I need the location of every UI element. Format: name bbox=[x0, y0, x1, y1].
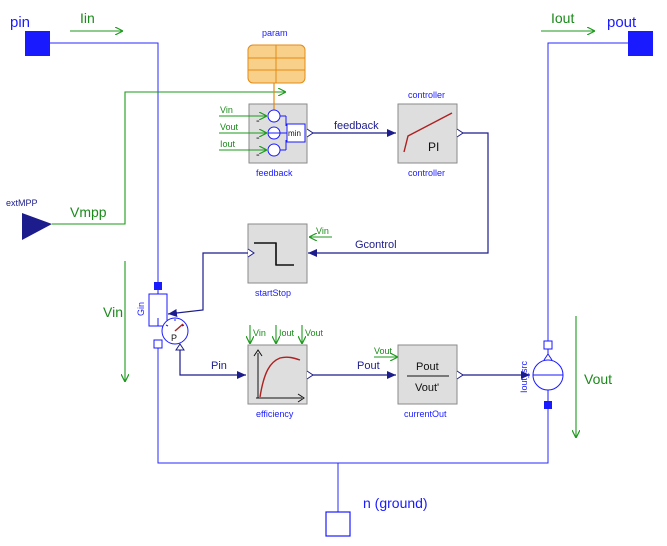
gcontrol-label: Gcontrol bbox=[355, 239, 397, 251]
iout-label: Iout bbox=[551, 10, 574, 26]
iout-src-label: Iout_src bbox=[519, 360, 529, 393]
controller-top-label: controller bbox=[408, 90, 445, 100]
currentout-input-label: Vout bbox=[374, 346, 393, 356]
power-sensor[interactable] bbox=[161, 317, 189, 351]
ground-label: n (ground) bbox=[363, 495, 428, 511]
efficiency-label: efficiency bbox=[256, 409, 294, 419]
gin-label: Gin bbox=[136, 302, 146, 316]
efficiency-block[interactable] bbox=[247, 344, 308, 405]
iin-label: Iin bbox=[80, 10, 95, 26]
vout-side-label: Vout bbox=[584, 371, 612, 387]
startstop-block[interactable] bbox=[247, 223, 308, 284]
currentout-label: currentOut bbox=[404, 409, 447, 419]
startstop-label: startStop bbox=[255, 288, 291, 298]
vmpp-label: Vmpp bbox=[70, 204, 107, 220]
feedback-sign-1: - bbox=[256, 115, 260, 127]
feedback-sign-2: - bbox=[256, 132, 260, 144]
feedback-input-vin-label: Vin bbox=[220, 105, 233, 115]
pin-label: pin bbox=[10, 14, 30, 31]
controller-bottom-label: controller bbox=[408, 168, 445, 178]
pout-port[interactable] bbox=[628, 31, 653, 56]
efficiency-input-iout: Iout bbox=[279, 328, 295, 338]
pout-wire-label: Pout bbox=[357, 360, 380, 372]
currentout-numerator: Pout bbox=[416, 361, 439, 373]
controller-block[interactable] bbox=[397, 103, 458, 164]
currentout-block[interactable] bbox=[397, 344, 458, 405]
startstop-gin-wire bbox=[167, 252, 248, 317]
controller-pi-label: PI bbox=[428, 140, 439, 154]
power-wires bbox=[50, 42, 628, 512]
param-block[interactable] bbox=[247, 44, 306, 84]
pout-label: pout bbox=[607, 14, 637, 31]
power-sensor-label: P bbox=[171, 333, 177, 343]
currentout-denominator: Vout' bbox=[415, 382, 439, 394]
vin-side-label: Vin bbox=[103, 304, 123, 320]
gcontrol-wire bbox=[308, 132, 489, 257]
feedback-min-label: min bbox=[288, 129, 301, 138]
pin-wire bbox=[179, 350, 246, 379]
vmpp-wire bbox=[52, 92, 285, 225]
feedback-input-iout-label: Iout bbox=[220, 139, 236, 149]
pin-port[interactable] bbox=[25, 31, 50, 56]
feedback-sign-3: - bbox=[256, 149, 260, 161]
startstop-input-label: Vin bbox=[316, 226, 329, 236]
feedback-block-label: feedback bbox=[256, 168, 293, 178]
efficiency-inputs bbox=[250, 325, 302, 343]
iout-src-block[interactable] bbox=[532, 340, 564, 409]
feedback-wire-label: feedback bbox=[334, 120, 379, 132]
gin-block[interactable] bbox=[148, 282, 168, 349]
param-title: param bbox=[262, 28, 288, 38]
efficiency-input-vin: Vin bbox=[253, 328, 266, 338]
ext-mpp-input[interactable] bbox=[22, 213, 52, 240]
feedback-input-vout-label: Vout bbox=[220, 122, 239, 132]
ground-port[interactable] bbox=[325, 511, 351, 537]
efficiency-input-vout: Vout bbox=[305, 328, 324, 338]
pin-wire-label: Pin bbox=[211, 360, 227, 372]
ext-mpp-label: extMPP bbox=[6, 198, 38, 208]
